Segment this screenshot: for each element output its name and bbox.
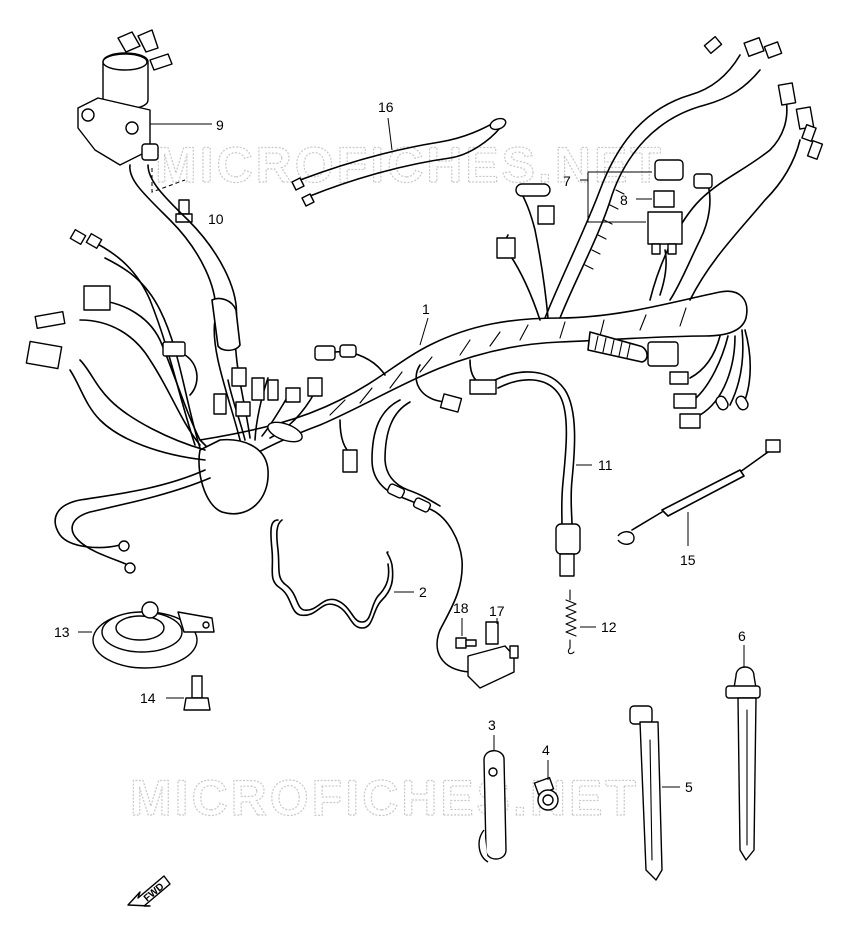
leader-7 xyxy=(580,171,652,223)
ground-lead-15[interactable] xyxy=(617,439,781,545)
bolt-10[interactable] xyxy=(175,199,193,223)
switch-bracket-17[interactable] xyxy=(467,621,519,689)
callout-2: 2 xyxy=(419,584,427,600)
leader-1 xyxy=(419,317,429,346)
callout-4: 4 xyxy=(542,742,550,758)
callout-18: 18 xyxy=(453,600,469,616)
callout-14: 14 xyxy=(140,690,156,706)
spring-12[interactable] xyxy=(565,589,577,655)
cable-tie-5[interactable] xyxy=(629,705,663,881)
callout-7: 7 xyxy=(563,173,571,189)
bolt-14[interactable] xyxy=(183,675,211,711)
callout-13: 13 xyxy=(54,624,70,640)
bracket-clamp-3[interactable] xyxy=(478,750,507,863)
callout-3: 3 xyxy=(488,717,496,733)
callout-12: 12 xyxy=(601,619,617,635)
horn-13[interactable] xyxy=(92,601,215,669)
ignition-switch[interactable] xyxy=(77,29,173,166)
forward-arrow-icon: FWD xyxy=(127,875,171,907)
callout-17: 17 xyxy=(489,603,505,619)
callout-1: 1 xyxy=(422,301,430,317)
relay-cover[interactable] xyxy=(654,159,684,181)
cable-tie-clamp-6[interactable] xyxy=(725,666,761,861)
callout-15: 15 xyxy=(680,552,696,568)
leader-16 xyxy=(387,117,393,151)
callout-9: 9 xyxy=(216,117,224,133)
wire-lead-2[interactable] xyxy=(270,519,394,629)
relay[interactable] xyxy=(647,190,683,255)
callout-5: 5 xyxy=(685,779,693,795)
switch-wire[interactable] xyxy=(371,399,471,673)
lead-wire-16[interactable] xyxy=(291,117,507,207)
watermark-bottom: MICROFICHES.NET xyxy=(130,770,639,826)
bolt-4[interactable] xyxy=(533,776,559,811)
callout-16: 16 xyxy=(378,99,394,115)
wiring-harness[interactable] xyxy=(25,35,824,574)
lead-wire-11[interactable] xyxy=(494,371,581,577)
screw-18[interactable] xyxy=(455,637,477,649)
callout-10: 10 xyxy=(208,211,224,227)
dashed-link-10 xyxy=(151,168,186,193)
callout-8: 8 xyxy=(620,192,628,208)
callout-11: 11 xyxy=(598,457,613,473)
callout-6: 6 xyxy=(738,628,746,644)
